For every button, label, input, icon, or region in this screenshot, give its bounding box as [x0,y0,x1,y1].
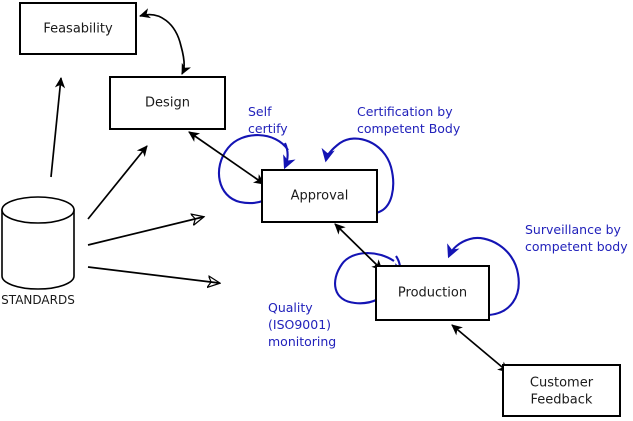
annotation-surveillance-by-competent-body: Surveillance by competent body [525,222,628,254]
annotation-quality-line3: monitoring [268,334,336,349]
connection-standards-to-design [87,145,148,220]
connection-production-to-approval [334,223,383,271]
annotation-surveillance-line2: competent body [525,239,628,254]
approval-box [261,169,378,223]
annotation-quality-iso9001-monitoring: Quality (ISO9001) monitoring [268,300,336,349]
loop-certification-path [321,137,395,215]
annotation-certification-by-competent-body: Certification by competent Body [357,104,461,136]
production-label: Production [398,286,467,301]
design-box [109,76,226,130]
customer-feedback-label-line1: Customer [530,376,594,391]
approval-label: Approval [291,189,349,204]
standards-label: STANDARDS [1,293,75,307]
annotation-surveillance-line1: Surveillance by [525,222,622,237]
connection-standards-to-approval [87,217,203,246]
annotation-certification-line1: Certification by [357,104,453,119]
feasability-label: Feasability [43,22,113,37]
node-customer-feedback[interactable]: Customer Feedback [502,364,621,417]
customer-feedback-label-line2: Feedback [531,393,593,408]
standards-cylinder-top [1,196,75,224]
connection-customer-feedback-to-production [451,324,509,373]
design-label: Design [145,96,190,111]
node-design[interactable]: Design [109,76,226,130]
node-approval[interactable]: Approval [261,169,378,223]
feasability-box [19,2,137,55]
annotation-certification-line2: competent Body [357,121,461,136]
connection-standards-to-feasability [50,77,66,178]
annotation-quality-line2: (ISO9001) [268,317,331,332]
annotation-self-certify-line1: Self [248,104,272,119]
connection-approval-to-design [188,131,265,185]
node-production[interactable]: Production [375,265,490,321]
node-feasability[interactable]: Feasability [19,2,137,55]
loop-surveillance-path [447,236,520,317]
connection-design-to-feasability [139,8,192,75]
connection-standards-to-production [87,266,219,283]
loop-certification [321,137,395,215]
standards-cylinder-body [1,209,75,290]
annotation-quality-line1: Quality [268,300,313,315]
annotation-self-certify-line2: certify [248,121,288,136]
production-box [375,265,490,321]
annotation-self-certify: Self certify [248,104,288,136]
loop-surveillance [447,236,520,317]
node-standards[interactable]: STANDARDS [1,196,75,307]
loop-self-certify-arrow [283,142,296,170]
customer-feedback-box [502,364,621,417]
